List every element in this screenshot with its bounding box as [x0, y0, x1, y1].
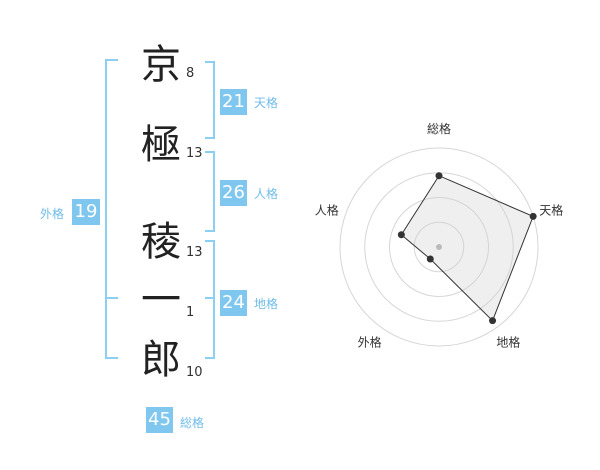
- tenkaku-bracket: [205, 61, 215, 139]
- radar-ring-1: [413, 221, 465, 273]
- radar-polygon: [400, 175, 534, 322]
- chikaku-value: 24: [220, 290, 247, 316]
- radar-ring-4: [339, 147, 539, 347]
- jinkaku-label: 人格: [254, 187, 279, 201]
- radar-point-2: [529, 212, 537, 220]
- radar-point-3: [489, 317, 497, 325]
- gaikaku-value: 19: [72, 199, 100, 225]
- tenkaku-label: 天格: [254, 96, 279, 110]
- stroke-count-5: 10: [186, 365, 203, 380]
- jinkaku-bracket: [205, 151, 215, 232]
- name-char-2: 極: [141, 122, 181, 168]
- radar-axis-label-3: 地格: [496, 334, 520, 349]
- radar-center-dot: [436, 244, 442, 250]
- name-char-4: 一: [141, 277, 181, 323]
- tenkaku-value: 21: [220, 89, 247, 115]
- chikaku-label: 地格: [254, 297, 279, 311]
- radar-ring-2: [389, 197, 489, 297]
- stroke-count-2: 13: [186, 146, 203, 161]
- stroke-count-1: 8: [186, 66, 195, 81]
- stroke-count-4: 1: [186, 305, 195, 320]
- radar-axis-label-5: 人格: [315, 203, 339, 218]
- stroke-count-3: 13: [186, 245, 203, 260]
- radar-point-1: [435, 172, 443, 180]
- jinkaku-value: 26: [220, 180, 247, 206]
- radar-axis-label-4: 外格: [358, 334, 382, 349]
- gaikaku-label: 外格: [40, 207, 65, 221]
- name-char-3: 稜: [141, 219, 181, 265]
- radar-point-4: [426, 255, 434, 263]
- soukaku-label: 総格: [180, 416, 205, 430]
- radar-axis-label-2: 天格: [539, 203, 563, 218]
- chikaku-bracket: [205, 240, 215, 359]
- name-char-5: 郎: [141, 337, 181, 383]
- name-char-1: 京: [141, 42, 181, 88]
- soukaku-value: 45: [146, 407, 173, 433]
- radar-axis-label-1: 総格: [427, 121, 451, 136]
- gaikaku-bracket: [105, 59, 118, 359]
- radar-point-5: [397, 231, 405, 239]
